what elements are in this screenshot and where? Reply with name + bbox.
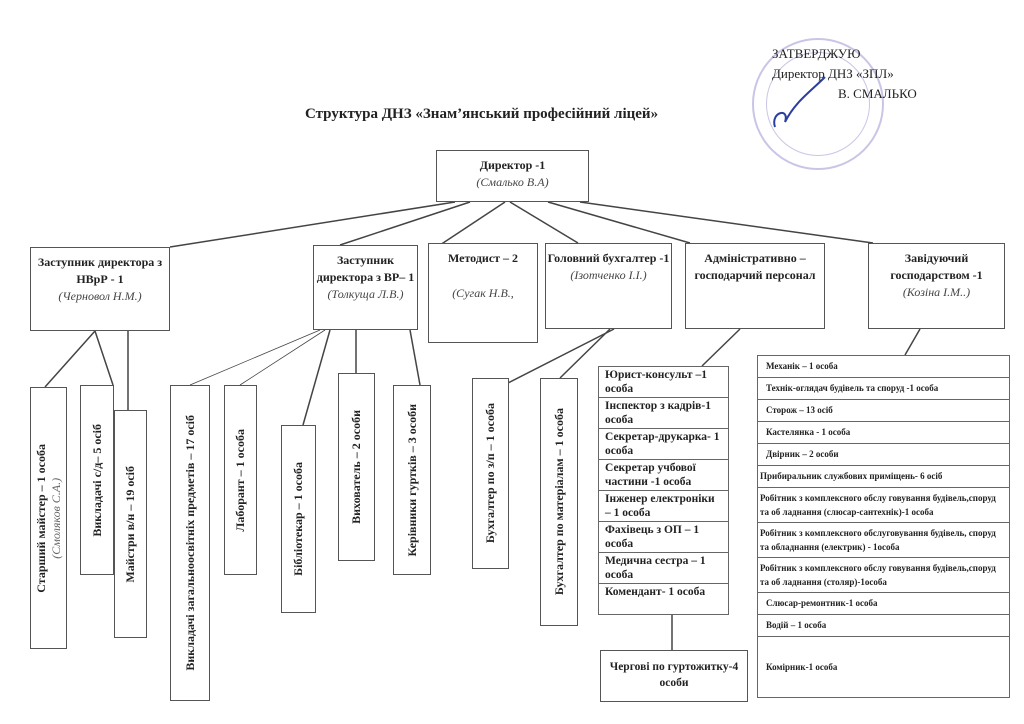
list-item: Медична сестра – 1 особа bbox=[599, 553, 728, 584]
box-name: (Черновол Н.М.) bbox=[58, 289, 142, 303]
box-title: Адміністративно – господарчий персонал bbox=[694, 251, 816, 282]
methodist-box: Методист – 2 (Сугак Н.В., bbox=[428, 243, 538, 343]
approval-stamp bbox=[752, 38, 884, 170]
masters-box: Майстри в/н – 19 осіб bbox=[114, 410, 147, 638]
household-staff-list: Механік – 1 особа Технік-оглядач будівел… bbox=[757, 355, 1010, 698]
box-title: Чергові по гуртожитку-4 особи bbox=[609, 661, 739, 689]
list-item: Сторож – 13 осіб bbox=[758, 400, 1009, 422]
admin-staff-list: Юрист-консульт –1 особа Інспектор з кадр… bbox=[598, 366, 729, 615]
list-item: Інженер електроніки – 1 особа bbox=[599, 491, 728, 522]
payroll-accountant-box: Бухгалтер по з/п – 1 особа bbox=[472, 378, 509, 569]
approval-block: ЗАТВЕРДЖУЮ Директор ДНЗ «ЗПЛ» В. СМАЛЬКО bbox=[772, 44, 917, 104]
list-item: Двірник – 2 особи bbox=[758, 444, 1009, 466]
list-item: Робітник з комплексного обслу говування … bbox=[758, 558, 1009, 593]
list-item: Секретар учбової частини -1 особа bbox=[599, 460, 728, 491]
list-item: Механік – 1 особа bbox=[758, 356, 1009, 378]
list-item: Юрист-консульт –1 особа bbox=[599, 367, 728, 398]
list-item: Кастелянка - 1 особа bbox=[758, 422, 1009, 444]
lab-assistant-box: Лаборант – 1 особа bbox=[224, 385, 257, 575]
director-name: (Смалько В.А) bbox=[476, 175, 549, 189]
list-item: Робітник з комплексного обслу говування … bbox=[758, 488, 1009, 523]
materials-accountant-box: Бухгалтер по матеріалам – 1 особа bbox=[540, 378, 578, 626]
box-name: (Сугак Н.В., bbox=[452, 286, 514, 300]
list-item: Фахівець з ОП – 1 особа bbox=[599, 522, 728, 553]
box-title: Методист – 2 bbox=[447, 251, 519, 265]
box-title: Бухгалтер по матеріалам – 1 особа bbox=[551, 408, 566, 596]
deputy-vr-box: Заступник директора з ВР– 1 (Толкуща Л.В.… bbox=[313, 245, 418, 330]
list-item: Слюсар-ремонтник-1 особа bbox=[758, 593, 1009, 615]
educator-box: Вихователь – 2 особи bbox=[338, 373, 375, 561]
list-item: Комірник-1 особа bbox=[766, 661, 838, 672]
chief-accountant-box: Головний бухгалтер -1 (Ізотченко І.І.) bbox=[545, 243, 672, 329]
box-title: Завідуючий господарством -1 bbox=[890, 251, 983, 282]
box-title: Викладачі загальноосвітніх предметів – 1… bbox=[182, 415, 197, 671]
deputy-nvrr-box: Заступник директора з НВрР - 1 (Черновол … bbox=[30, 247, 170, 331]
box-title: Бібліотекар – 1 особа bbox=[291, 462, 305, 576]
box-title: Лаборант – 1 особа bbox=[233, 428, 247, 532]
list-item: Прибиральник службових приміщень- 6 осіб bbox=[758, 466, 1009, 488]
box-title: Керівники гуртків – 3 особи bbox=[404, 403, 419, 557]
list-item: Технік-оглядач будівель та споруд -1 осо… bbox=[758, 378, 1009, 400]
list-item: Водій – 1 особа bbox=[758, 615, 1009, 637]
list-item: Інспектор з кадрів-1 особа bbox=[599, 398, 728, 429]
box-title: Вихователь – 2 особи bbox=[349, 410, 363, 524]
box-name: (Смоляков С.А.) bbox=[48, 477, 63, 559]
general-teachers-box: Викладачі загальноосвітніх предметів – 1… bbox=[170, 385, 210, 701]
librarian-box: Бібліотекар – 1 особа bbox=[281, 425, 316, 613]
list-item: Комендант- 1 особа bbox=[605, 586, 706, 598]
list-item: Секретар-друкарка- 1 особа bbox=[599, 429, 728, 460]
box-title: Викладачі с/д– 5 осіб bbox=[89, 423, 104, 537]
director-box: Директор -1 (Смалько В.А) bbox=[436, 150, 589, 202]
approval-line-3: В. СМАЛЬКО bbox=[838, 86, 917, 101]
box-title: Старший майстер – 1 особа bbox=[33, 443, 48, 593]
list-item: Робітник з комплексного обслуговування б… bbox=[758, 523, 1009, 558]
box-title: Головний бухгалтер -1 bbox=[547, 251, 670, 265]
box-title: Майстри в/н – 19 осіб bbox=[123, 465, 137, 583]
dorm-duty-box: Чергові по гуртожитку-4 особи bbox=[600, 650, 748, 702]
club-leaders-box: Керівники гуртків – 3 особи bbox=[393, 385, 431, 575]
box-name: (Ізотченко І.І.) bbox=[570, 268, 647, 282]
approval-line-2: Директор ДНЗ «ЗПЛ» bbox=[772, 66, 894, 81]
household-head-box: Завідуючий господарством -1 (Козіна І.М..… bbox=[868, 243, 1005, 329]
teachers-sd-box: Викладачі с/д– 5 осіб bbox=[80, 385, 114, 575]
senior-master-box: Старший майстер – 1 особа(Смоляков С.А.) bbox=[30, 387, 67, 649]
approval-line-1: ЗАТВЕРДЖУЮ bbox=[772, 46, 861, 61]
signature-icon bbox=[773, 76, 826, 128]
box-title: Заступник директора з ВР– 1 bbox=[316, 253, 415, 284]
box-name: (Козіна І.М..) bbox=[902, 285, 971, 299]
box-title: Бухгалтер по з/п – 1 особа bbox=[483, 403, 497, 544]
box-title: Заступник директора з НВрР - 1 bbox=[37, 255, 163, 286]
director-title: Директор -1 bbox=[479, 158, 546, 172]
box-name: (Толкуща Л.В.) bbox=[327, 287, 404, 301]
page-title: Структура ДНЗ «Знам’янський професійний … bbox=[305, 106, 659, 122]
admin-staff-box: Адміністративно – господарчий персонал bbox=[685, 243, 825, 329]
